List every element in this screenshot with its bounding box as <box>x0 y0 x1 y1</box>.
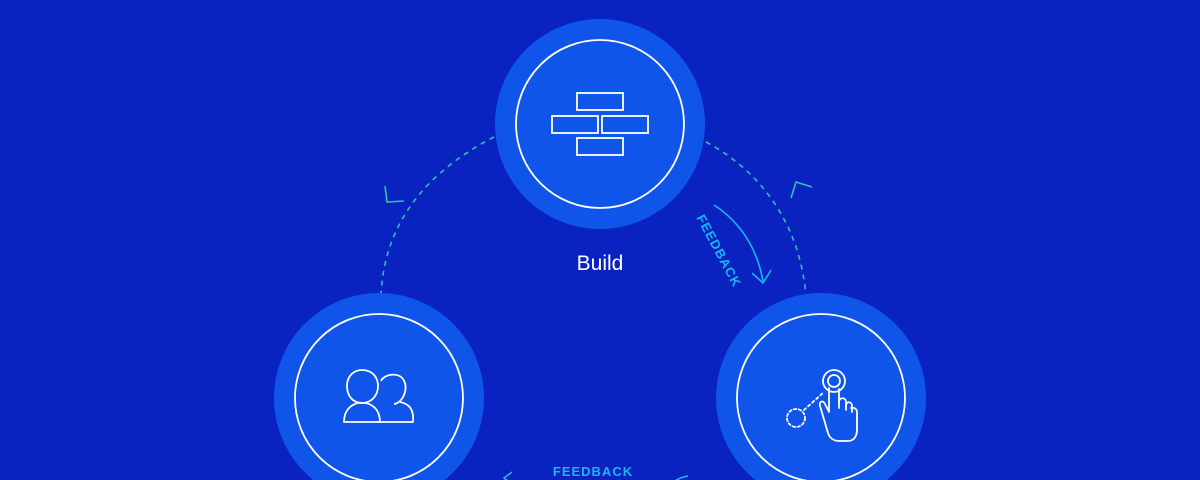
node-interact <box>716 293 926 480</box>
building-blocks-icon <box>551 92 649 156</box>
feedback-arrow-right <box>713 204 772 285</box>
dashed-cycle-arc-left <box>380 136 495 297</box>
feedback-label-bottom: FEEDBACK <box>553 464 633 479</box>
users-icon <box>343 369 415 423</box>
dashed-cycle-arc-right <box>705 141 807 297</box>
node-users-ring <box>294 313 464 480</box>
node-build-outer <box>495 19 705 229</box>
node-build-ring <box>515 39 685 209</box>
node-interact-outer <box>716 293 926 480</box>
feedback-arrowhead-bottom-left <box>502 471 513 480</box>
node-users-outer <box>274 293 484 480</box>
node-interact-ring <box>736 313 906 480</box>
tap-gesture-icon <box>786 369 858 442</box>
feedback-arrow-bottom-right <box>674 475 689 480</box>
node-build <box>495 19 705 229</box>
chevron-marker-left <box>384 185 405 203</box>
chevron-marker-right <box>790 180 813 199</box>
node-users <box>274 293 484 480</box>
node-build-label: Build <box>577 252 624 275</box>
